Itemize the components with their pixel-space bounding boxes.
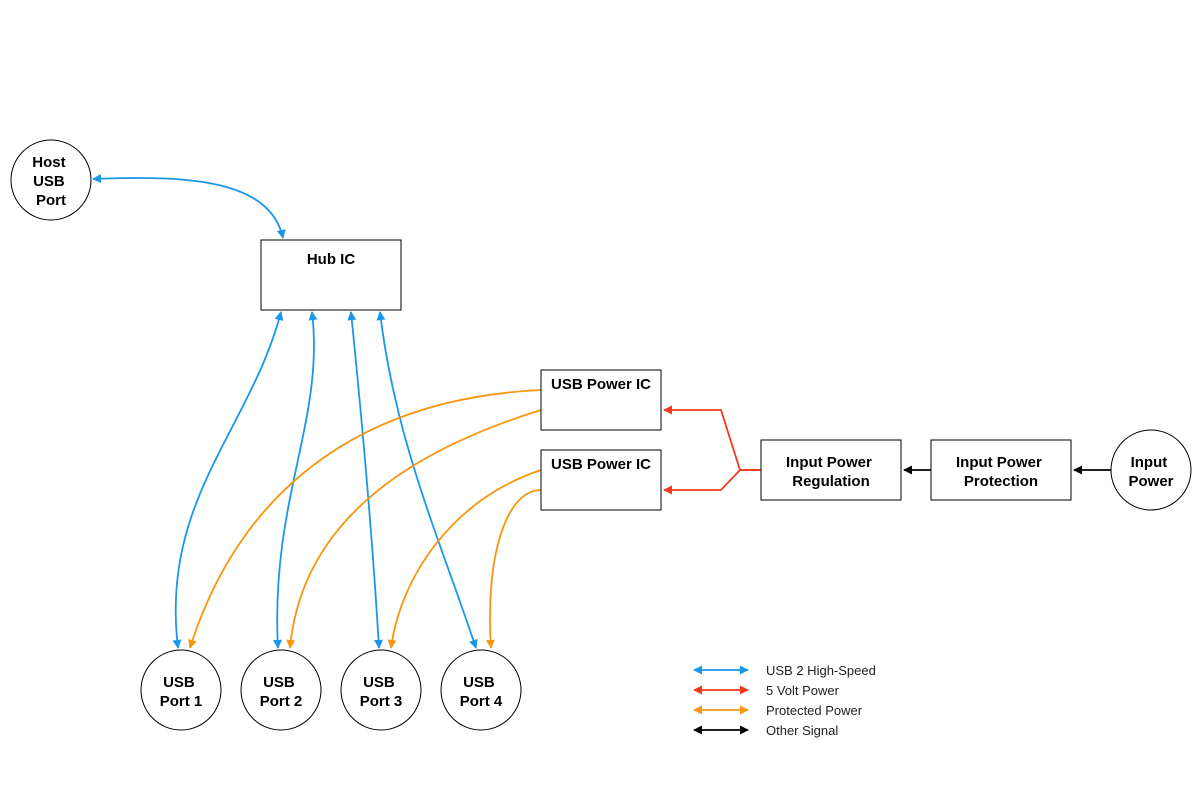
svg-text:USB Port 1: USB Port 1 bbox=[160, 674, 203, 710]
input-power-label-line-1: Input bbox=[1131, 454, 1168, 471]
usb-link-hub-port-2 bbox=[273, 311, 318, 649]
usb-port-1-node: USB Port 1 bbox=[140, 649, 222, 731]
usb-port-1-label-line-1: USB bbox=[163, 674, 195, 691]
svg-text:USB Port 3: USB Port 3 bbox=[360, 674, 403, 710]
usb-link-hub-port-1 bbox=[172, 311, 284, 649]
usb-link-hub-port-4 bbox=[376, 311, 478, 649]
protected-power-ic1-port-2 bbox=[286, 409, 542, 649]
usb-port-2-label-line-2: Port 2 bbox=[260, 693, 303, 710]
svg-text:Input Power: Input Power bbox=[1128, 454, 1173, 490]
power-5v-reg-ic2 bbox=[663, 469, 761, 495]
input-power-label-line-2: Power bbox=[1128, 473, 1173, 490]
legend-item-5v: 5 Volt Power bbox=[693, 683, 840, 698]
usb-port-2-label-line-1: USB bbox=[263, 674, 295, 691]
usb-port-3-label-line-2: Port 3 bbox=[360, 693, 403, 710]
host-port-label-line-1: Host bbox=[32, 154, 65, 171]
svg-text:Input Power Protection: Input Power Protection bbox=[956, 454, 1046, 490]
usb-power-ic-2-label: USB Power IC bbox=[551, 456, 651, 473]
legend-item-usb: USB 2 High-Speed bbox=[693, 663, 876, 678]
protected-power-ic2-port-3 bbox=[387, 469, 542, 649]
usb-port-4-label-line-2: Port 4 bbox=[460, 693, 503, 710]
svg-text:Input Power Regulation: Input Power Regulation bbox=[786, 454, 876, 490]
legend-label-signal: Other Signal bbox=[766, 723, 838, 738]
usb-link-hub-port-3 bbox=[347, 311, 384, 649]
regulation-label-line-1: Input Power bbox=[786, 454, 872, 471]
legend-label-protected: Protected Power bbox=[766, 703, 863, 718]
hub-ic-node: Hub IC bbox=[260, 239, 402, 311]
protected-power-ic2-port-4 bbox=[485, 489, 542, 649]
protection-label-line-2: Protection bbox=[964, 473, 1038, 490]
usb-port-4-label-line-1: USB bbox=[463, 674, 495, 691]
usb-power-ic-1-node: USB Power IC bbox=[540, 369, 662, 431]
legend-label-5v: 5 Volt Power bbox=[766, 683, 840, 698]
input-power-regulation-node: Input Power Regulation bbox=[760, 439, 902, 501]
usb-port-3-label-line-1: USB bbox=[363, 674, 395, 691]
usb-port-4-node: USB Port 4 bbox=[440, 649, 522, 731]
regulation-label-line-2: Regulation bbox=[792, 473, 870, 490]
connectors bbox=[92, 174, 1111, 649]
host-port-label-line-3: Port bbox=[36, 192, 66, 209]
input-power-node: Input Power bbox=[1110, 429, 1192, 511]
input-power-protection-node: Input Power Protection bbox=[930, 439, 1072, 501]
svg-text:Host USB Port: Host USB Port bbox=[32, 154, 70, 209]
legend-item-signal: Other Signal bbox=[693, 723, 838, 738]
legend-label-usb: USB 2 High-Speed bbox=[766, 663, 876, 678]
usb-link-host-hub bbox=[92, 174, 286, 239]
usb-port-1-label-line-2: Port 1 bbox=[160, 693, 203, 710]
usb-port-2-node: USB Port 2 bbox=[240, 649, 322, 731]
power-5v-reg-ic1 bbox=[663, 405, 761, 471]
legend: USB 2 High-Speed 5 Volt Power Protected … bbox=[693, 663, 876, 738]
usb-power-ic-1-label: USB Power IC bbox=[551, 376, 651, 393]
svg-text:USB Port 4: USB Port 4 bbox=[460, 674, 503, 710]
usb-power-ic-2-node: USB Power IC bbox=[540, 449, 662, 511]
host-usb-port-node: Host USB Port bbox=[10, 139, 92, 221]
protection-label-line-1: Input Power bbox=[956, 454, 1042, 471]
protected-power-ic1-port-1 bbox=[188, 389, 542, 649]
hub-ic-label: Hub IC bbox=[307, 251, 355, 268]
legend-item-protected: Protected Power bbox=[693, 703, 863, 718]
svg-text:USB Port 2: USB Port 2 bbox=[260, 674, 303, 710]
usb-port-3-node: USB Port 3 bbox=[340, 649, 422, 731]
host-port-label-line-2: USB bbox=[33, 173, 65, 190]
